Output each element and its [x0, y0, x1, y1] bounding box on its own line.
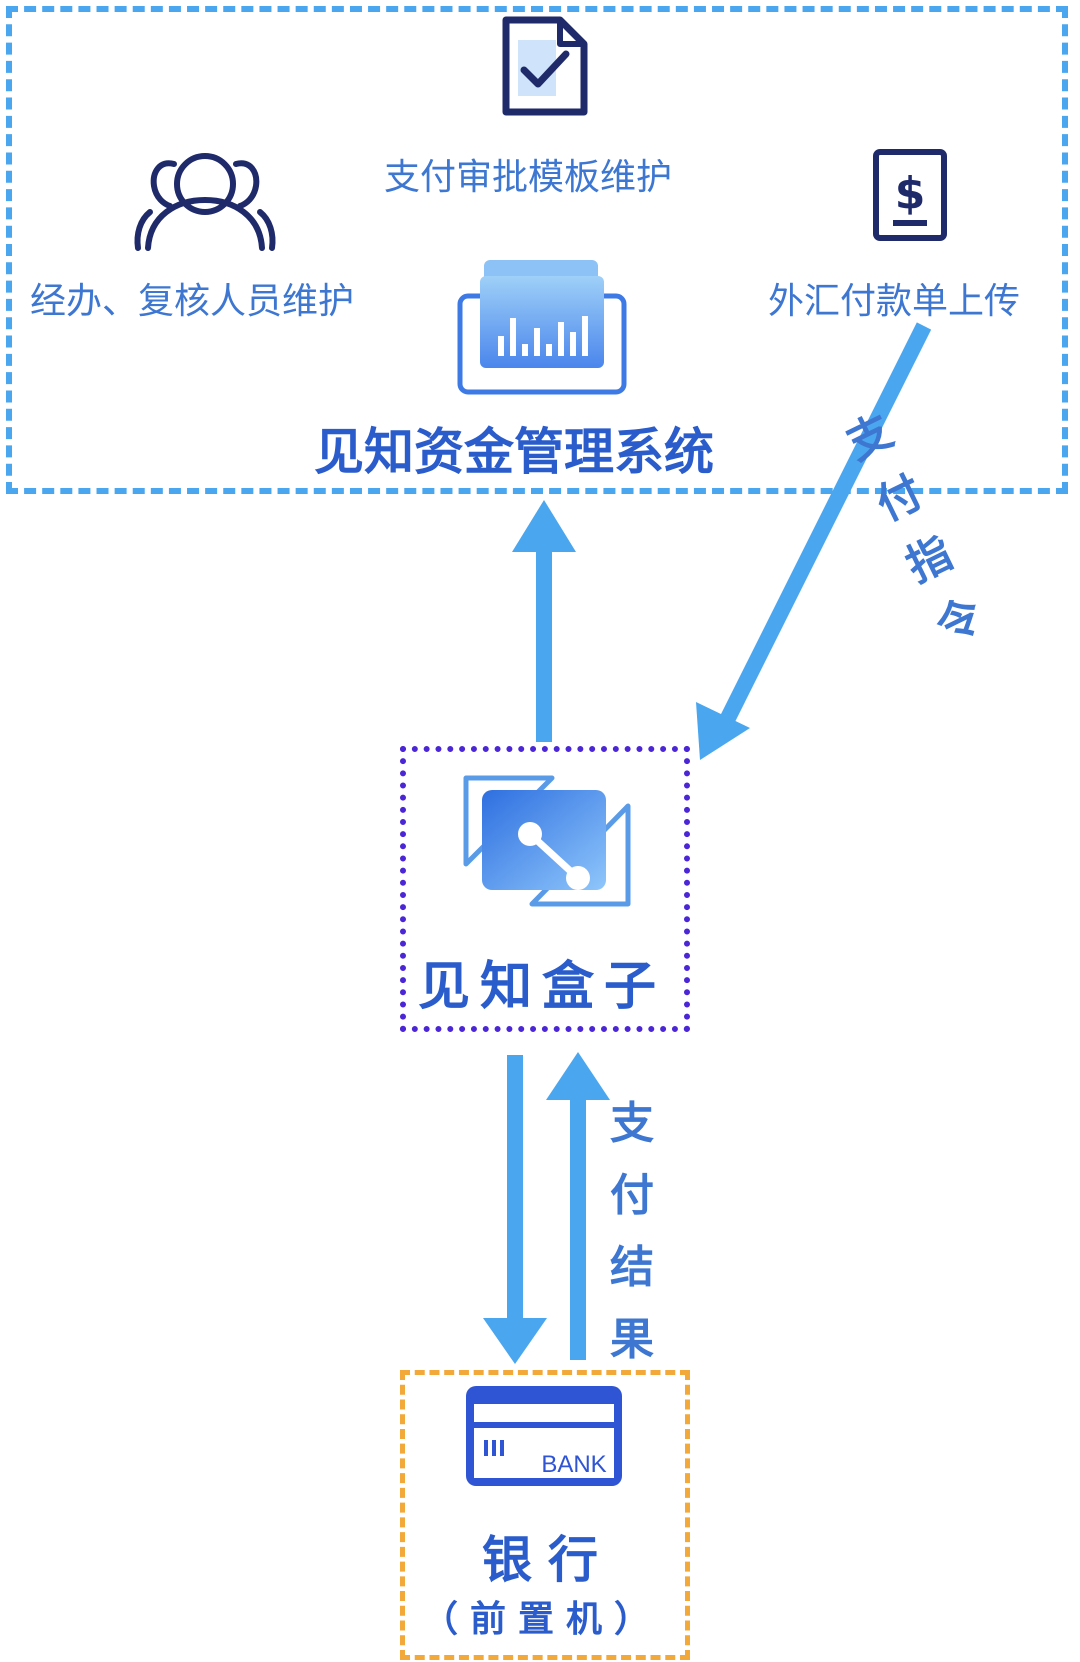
- payment-result-char: 支: [610, 1098, 654, 1149]
- box-region: [400, 746, 690, 1032]
- users-icon: [134, 153, 276, 251]
- box-logo-icon: [463, 775, 631, 907]
- fund-system-region: [6, 6, 1068, 494]
- system-chart-icon: [457, 260, 627, 395]
- arrow-payment-instruction: [696, 322, 932, 760]
- payment-result-label: 支 付 结 果: [604, 1088, 660, 1376]
- dollar-document-icon: $: [873, 149, 947, 241]
- arrow-box-to-system: [512, 500, 576, 742]
- arrow-box-to-bank: [483, 1055, 547, 1364]
- bank-subtitle: （前置机）: [422, 1599, 663, 1640]
- bank-title: 银行: [482, 1531, 614, 1589]
- bank-card-text: BANK: [541, 1451, 606, 1478]
- box-title: 见知盒子: [418, 957, 667, 1017]
- bank-region: [400, 1370, 690, 1660]
- arrow-payment-result: [546, 1052, 610, 1360]
- approval-template-label: 支付审批模板维护: [384, 157, 673, 198]
- personnel-label: 经办、复核人员维护: [30, 281, 355, 322]
- svg-text:$: $: [895, 168, 926, 219]
- payment-result-char: 付: [610, 1170, 654, 1221]
- payment-result-char: 果: [610, 1314, 654, 1365]
- bank-card-icon: BANK: [466, 1386, 622, 1486]
- payment-result-char: 结: [610, 1242, 654, 1293]
- system-title: 见知资金管理系统: [314, 423, 714, 481]
- document-check-icon: [502, 16, 588, 116]
- fx-upload-label: 外汇付款单上传: [768, 281, 1021, 322]
